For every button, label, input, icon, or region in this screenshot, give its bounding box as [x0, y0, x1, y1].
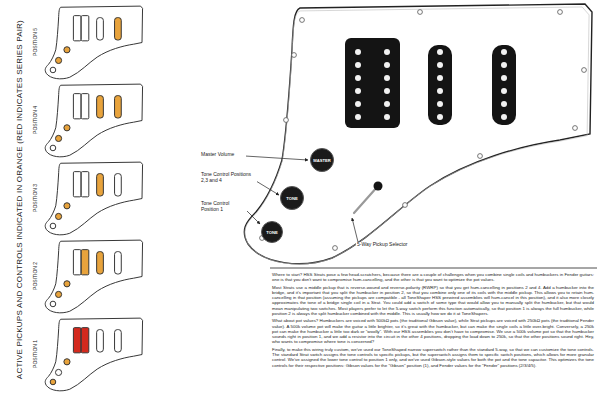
knob-label: MASTER — [313, 158, 331, 163]
pole-piece — [384, 62, 390, 68]
article-paragraph: Where to start? HSS Strats pose a few he… — [272, 272, 594, 283]
pickups — [345, 38, 516, 128]
control-knob: TONE — [261, 221, 283, 243]
pole-piece — [501, 62, 507, 68]
knob-label: TONE — [286, 196, 298, 201]
position-thumbnail — [45, 6, 142, 79]
pole-piece — [437, 114, 443, 120]
pole-piece — [384, 75, 390, 81]
pole-piece — [501, 88, 507, 94]
pole-piece — [501, 49, 507, 55]
pole-pieces — [355, 49, 507, 120]
pole-piece — [437, 101, 443, 107]
callout-label: Tone Control Position 1 — [200, 201, 247, 213]
pole-piece — [384, 114, 390, 120]
callout-label: 5-Way Pickup Selector — [356, 242, 428, 248]
pole-piece — [437, 49, 443, 55]
control-knob: MASTER — [310, 148, 334, 172]
position-label: POSITION 1 — [33, 318, 39, 390]
position-thumbnail — [45, 240, 142, 313]
article-paragraph: Finally, to make this wiring truly custo… — [272, 347, 594, 368]
pole-piece — [355, 75, 361, 81]
pickup-selector — [354, 182, 383, 214]
pole-piece — [384, 88, 390, 94]
pole-piece — [437, 88, 443, 94]
pole-piece — [384, 49, 390, 55]
screw-holes — [260, 10, 587, 251]
pole-piece — [355, 88, 361, 94]
pole-piece — [355, 62, 361, 68]
side-heading: ACTIVE PICKUPS AND CONTROLS INDICATED IN… — [15, 0, 24, 400]
position-thumbnail — [45, 84, 142, 157]
pole-piece — [355, 49, 361, 55]
position-label: POSITION 3 — [33, 162, 39, 234]
position-thumbnail — [45, 318, 142, 391]
position-label: POSITION 5 — [33, 6, 39, 78]
article-paragraph: Most Strats use a middle pickup that is … — [272, 285, 594, 317]
pole-piece — [384, 101, 390, 107]
callout-label: Master Volume — [200, 152, 246, 158]
rule — [270, 268, 597, 269]
leader-lines — [245, 156, 358, 242]
pole-piece — [501, 114, 507, 120]
knob-label: TONE — [266, 230, 278, 235]
control-knob: TONE — [280, 186, 304, 210]
position-thumbnail — [45, 162, 142, 235]
pole-piece — [501, 75, 507, 81]
article-text: Where to start? HSS Strats pose a few he… — [272, 272, 594, 370]
position-label: POSITION 2 — [33, 240, 39, 312]
pole-piece — [437, 75, 443, 81]
callout-label: Tone Control Positions 2,3 and 4 — [200, 172, 257, 184]
pickguard — [244, 4, 592, 264]
article-paragraph: What about pot values? Humbuckers are vo… — [272, 318, 594, 344]
pole-piece — [437, 62, 443, 68]
pole-piece — [501, 101, 507, 107]
pole-piece — [355, 114, 361, 120]
position-label: POSITION 4 — [33, 84, 39, 156]
pole-piece — [355, 101, 361, 107]
